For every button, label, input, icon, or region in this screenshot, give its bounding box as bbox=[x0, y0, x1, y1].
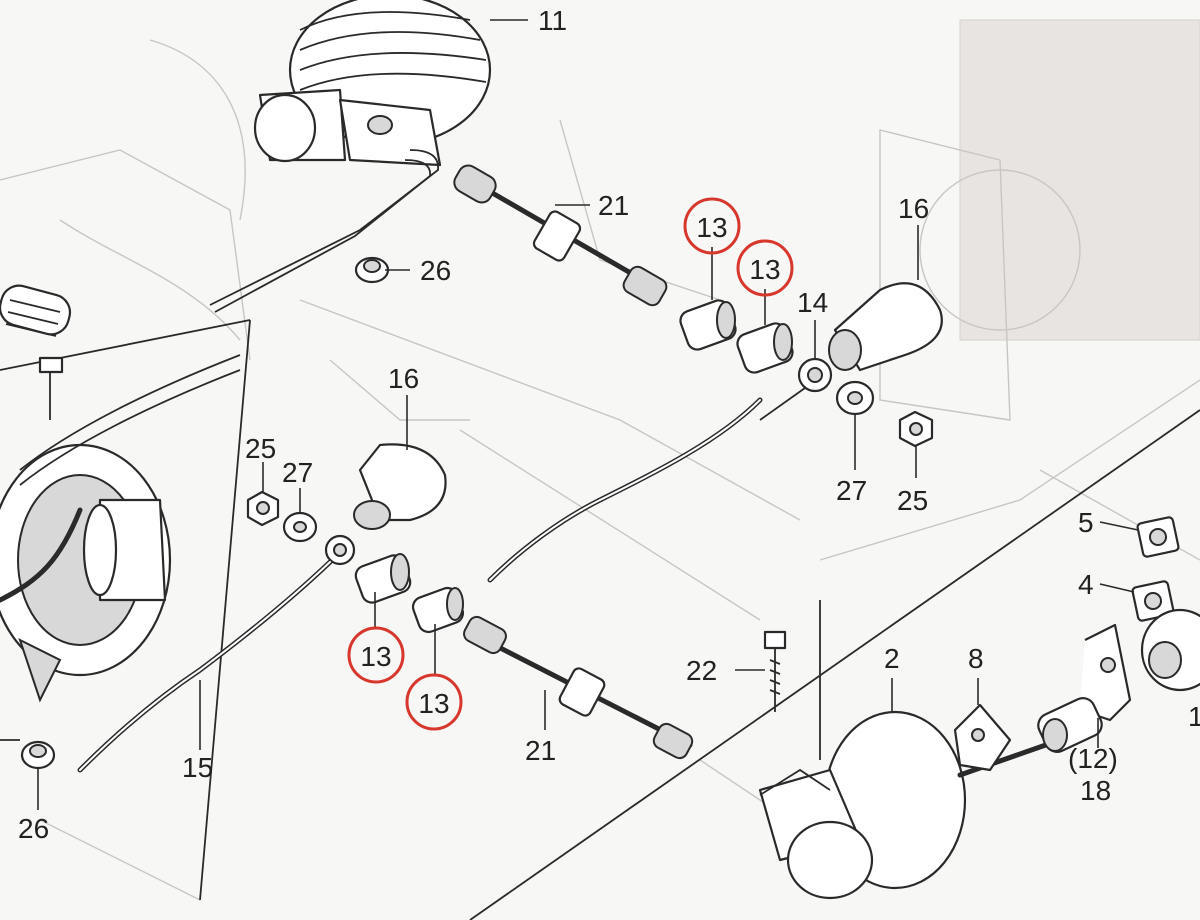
callout-25-left: 25 bbox=[245, 433, 276, 464]
callout-2: 2 bbox=[884, 643, 900, 674]
callout-18: 18 bbox=[1080, 775, 1111, 806]
highlighted-callouts: 13 13 13 13 bbox=[347, 197, 794, 731]
callout-27-left: 27 bbox=[282, 457, 313, 488]
callout-15: 15 bbox=[182, 752, 213, 783]
callout-13-a: 13 bbox=[696, 212, 727, 243]
callout-16-right: 16 bbox=[898, 193, 929, 224]
part-11-meter bbox=[209, 0, 492, 313]
part-1-partial-housing bbox=[1140, 608, 1200, 692]
callout-1-partial: 1 bbox=[1188, 701, 1200, 732]
part-26-grommet-bottom bbox=[20, 740, 56, 770]
upper-cable-assembly bbox=[453, 164, 763, 583]
callout-13-b: 13 bbox=[749, 254, 780, 285]
callout-13-c: 13 bbox=[360, 641, 391, 672]
part-27-washer-right bbox=[835, 380, 875, 416]
callout-13-d: 13 bbox=[418, 688, 449, 719]
part-8-bracket bbox=[953, 703, 1012, 772]
callout-25-right: 25 bbox=[897, 485, 928, 516]
callout-11: 11 bbox=[538, 5, 567, 36]
part-25-nut-right bbox=[898, 410, 934, 448]
highlight-ring-13-a bbox=[683, 197, 741, 255]
callout-14: 14 bbox=[797, 287, 828, 318]
part-5-plate bbox=[1136, 516, 1180, 558]
part-25-nut-left bbox=[246, 490, 280, 527]
callout-26-top: 26 bbox=[420, 255, 451, 286]
leader-lines bbox=[37, 19, 1139, 810]
callout-8: 8 bbox=[968, 643, 984, 674]
part-12-18-clamp bbox=[1037, 623, 1132, 753]
callout-26-bottom: 26 bbox=[18, 813, 49, 844]
left-housing-assembly bbox=[0, 284, 241, 703]
callout-22: 22 bbox=[686, 655, 717, 686]
callout-27-right: 27 bbox=[836, 475, 867, 506]
part-14-terminal bbox=[759, 357, 833, 421]
part-27-washer-left bbox=[282, 511, 318, 543]
callout-21-top: 21 bbox=[598, 190, 629, 221]
assembly-frame-lines bbox=[0, 319, 1200, 920]
callout-21-bottom: 21 bbox=[525, 735, 556, 766]
part-2-meter-lower bbox=[758, 710, 1063, 900]
part-13-bushings-lower bbox=[354, 553, 465, 634]
part-15-lower-cable bbox=[77, 534, 356, 773]
part-21-lower-cable bbox=[463, 615, 694, 760]
part-13-bushings-upper bbox=[679, 299, 794, 374]
highlight-ring-13-b bbox=[736, 239, 794, 297]
callout-4: 4 bbox=[1078, 569, 1094, 600]
highlight-ring-13-c bbox=[347, 626, 405, 684]
background-ghost-drawing bbox=[0, 19, 1200, 901]
callout-labels: 11 21 26 16 14 27 25 16 25 27 15 26 21 2… bbox=[18, 5, 1200, 844]
callout-12: (12) bbox=[1068, 743, 1118, 774]
callout-5: 5 bbox=[1078, 507, 1094, 538]
callout-16-left: 16 bbox=[388, 363, 419, 394]
part-22-bolt bbox=[763, 630, 787, 712]
highlight-ring-13-d bbox=[405, 673, 463, 731]
part-16-boot-left bbox=[353, 443, 447, 530]
part-16-boot-right bbox=[828, 282, 943, 372]
part-26-grommet-top bbox=[354, 256, 390, 284]
